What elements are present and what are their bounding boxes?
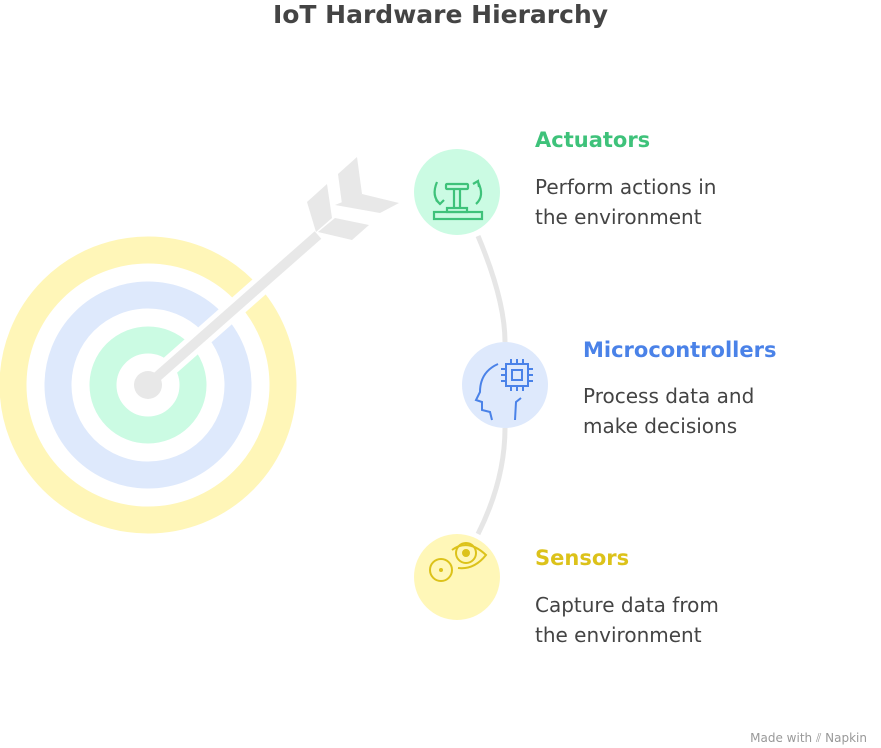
actuator-icon bbox=[432, 179, 484, 221]
sensors-heading: Sensors bbox=[535, 546, 630, 570]
connector-line bbox=[475, 235, 508, 536]
page-title: IoT Hardware Hierarchy bbox=[272, 0, 609, 29]
eye-sensor-icon bbox=[429, 542, 488, 582]
footer-watermark: Made with ⫽ Napkin bbox=[750, 731, 867, 745]
napkin-logo-icon: ⫽ bbox=[815, 731, 822, 745]
target-icon bbox=[0, 227, 325, 534]
actuators-circle bbox=[414, 149, 500, 235]
chip-head-icon bbox=[474, 359, 533, 421]
actuators-heading: Actuators bbox=[535, 128, 651, 152]
microcontrollers-heading: Microcontrollers bbox=[583, 338, 777, 362]
sensors-circle bbox=[414, 534, 500, 620]
arrow-icon bbox=[146, 157, 399, 387]
